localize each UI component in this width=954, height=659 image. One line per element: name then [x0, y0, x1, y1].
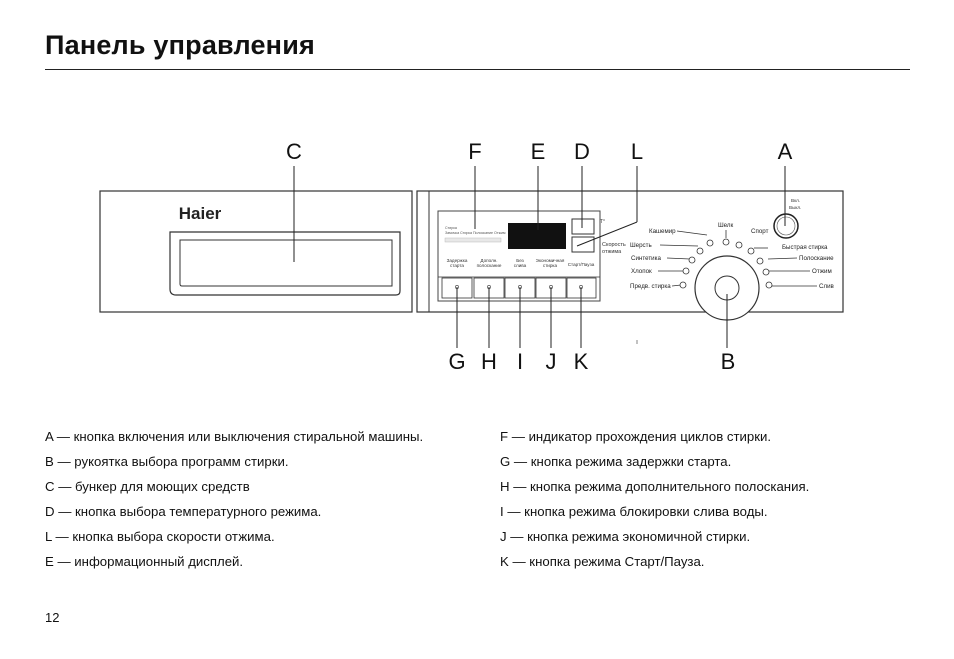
callout-c: C — [286, 139, 302, 164]
legend-item-b: B — рукоятка выбора программ стирки. — [45, 454, 289, 469]
detergent-drawer: Haier — [99, 190, 413, 313]
page-number: 12 — [45, 610, 60, 625]
svg-text:Без: Без — [516, 258, 524, 263]
program-spin: Отжим — [812, 268, 832, 275]
program-kashmir: Кашемир — [649, 228, 676, 235]
spin-label-line2: отжима — [602, 249, 622, 255]
legend-item-e: E — информационный дисплей. — [45, 554, 244, 569]
spin-label-line1: Скорость — [602, 242, 626, 248]
control-panel-diagram: C F E D L A G H I J K B Haier Стирка Зам… — [99, 139, 844, 374]
callout-h: H — [481, 349, 497, 374]
program-sport: Спорт — [751, 228, 769, 235]
legend-item-l: L — кнопка выбора скорости отжима. — [45, 529, 275, 544]
legend-item-h: H — кнопка режима дополнительного полоск… — [500, 479, 810, 494]
info-display — [508, 223, 566, 249]
callout-a: A — [778, 139, 793, 164]
callout-f: F — [468, 139, 481, 164]
brand-logo: Haier — [179, 204, 222, 223]
svg-text:Стирка: Стирка — [445, 226, 457, 230]
svg-text:Экономичная: Экономичная — [536, 258, 565, 263]
callout-j: J — [546, 349, 557, 374]
control-panel: Стирка Замочка Стирка Полоскание Отжим T… — [416, 190, 844, 344]
callout-i: I — [517, 349, 523, 374]
legend-left-column: A — кнопка включения или выключения стир… — [45, 424, 423, 574]
drawer-handle-recess — [169, 231, 401, 296]
power-button-ring — [776, 216, 796, 236]
power-label-on: Вкл. — [791, 198, 800, 203]
callout-e: E — [531, 139, 546, 164]
page-title: Панель управления — [45, 30, 315, 60]
svg-text:Дополн.: Дополн. — [480, 258, 497, 263]
program-prewash: Предв. стирка — [630, 283, 671, 290]
legend-right-column: F — индикатор прохождения циклов стирки.… — [500, 424, 809, 574]
title-divider — [45, 69, 910, 70]
callout-g: G — [448, 349, 465, 374]
callout-letters: C F E D L A G H I J K B — [286, 139, 793, 374]
svg-text:Задержка: Задержка — [447, 258, 468, 263]
program-wool: Шерсть — [630, 242, 652, 249]
program-synthetics: Синтетика — [631, 255, 661, 262]
temperature-button[interactable] — [571, 218, 595, 235]
legend-item-a: A — кнопка включения или выключения стир… — [45, 429, 424, 444]
svg-text:стирка: стирка — [543, 263, 558, 268]
temperature-symbol: T° — [600, 219, 605, 225]
leader-l-diagonal — [576, 221, 638, 247]
program-drain: Слив — [819, 283, 835, 290]
spin-speed-button[interactable] — [571, 236, 595, 253]
legend-item-f: F — индикатор прохождения циклов стирки. — [500, 429, 772, 444]
program-silk: Шелк — [718, 222, 734, 229]
power-button[interactable] — [773, 213, 799, 239]
callout-b: B — [721, 349, 736, 374]
callout-d: D — [574, 139, 590, 164]
program-leader-lines — [658, 230, 817, 287]
program-cotton: Хлопок — [631, 268, 652, 275]
legend-item-g: G — кнопка режима задержки старта. — [500, 454, 732, 469]
svg-text:Старт/Пауза: Старт/Пауза — [568, 262, 595, 267]
callout-k: K — [574, 349, 589, 374]
svg-text:старта: старта — [450, 263, 464, 268]
svg-text:полоскание: полоскание — [477, 263, 502, 268]
legend-item-j: J — кнопка режима экономичной стирки. — [500, 529, 751, 544]
function-button-labels: Задержка старта Дополн. полоскание Без с… — [447, 258, 595, 268]
power-label-off: Выкл. — [789, 205, 801, 210]
callout-l: L — [631, 139, 643, 164]
callout-leaders — [293, 166, 786, 348]
legend-item-k: K — кнопка режима Старт/Пауза. — [500, 554, 705, 569]
legend-item-i: I — кнопка режима блокировки слива воды. — [500, 504, 768, 519]
program-quick-wash: Быстрая стирка — [782, 244, 828, 251]
cycle-indicator: Стирка Замочка Стирка Полоскание Отжим — [444, 226, 506, 243]
svg-text:слива: слива — [514, 263, 527, 268]
svg-text:Замочка Стирка Полоскание Отжи: Замочка Стирка Полоскание Отжим — [445, 231, 506, 235]
program-rinse: Полоскание — [799, 255, 834, 262]
program-labels: Кашемир Шерсть Синтетика Хлопок Предв. с… — [630, 222, 835, 290]
legend-item-d: D — кнопка выбора температурного режима. — [45, 504, 322, 519]
program-leds — [679, 238, 773, 289]
legend-item-c: C — бункер для моющих средств — [45, 479, 250, 494]
drawer-handle-inner — [179, 239, 393, 287]
